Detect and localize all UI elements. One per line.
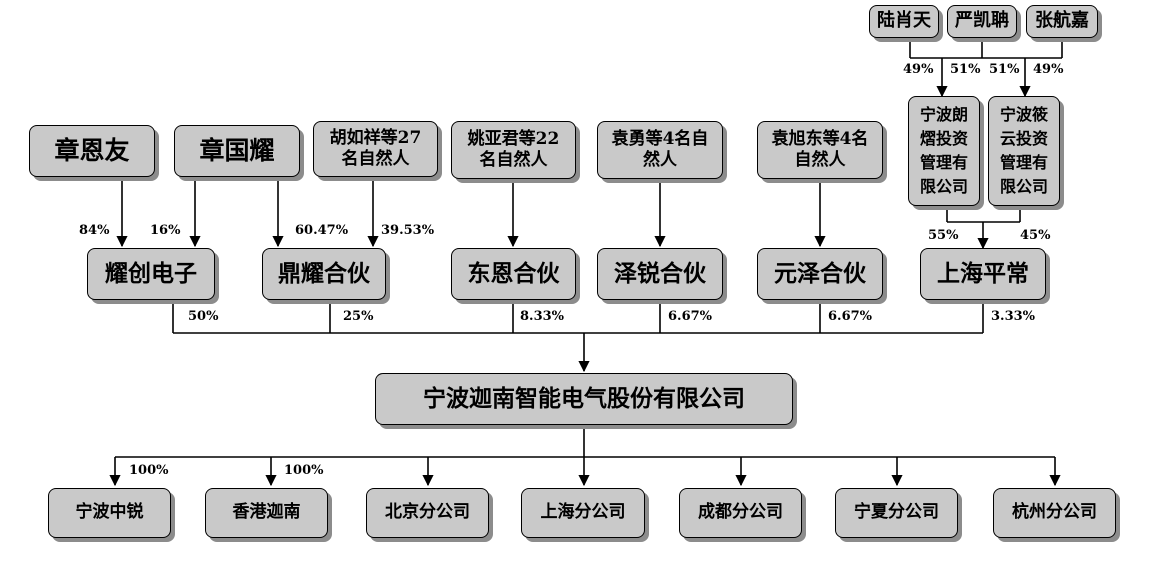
person-zhang-hangjia: 张航嘉 bbox=[1026, 5, 1098, 38]
shareholder-zerui-partnership: 泽锐合伙 bbox=[597, 248, 723, 300]
branch-hangzhou: 杭州分公司 bbox=[993, 488, 1116, 538]
investor-hu-ruxiang-group: 胡如祥等27 名自然人 bbox=[313, 121, 438, 177]
shareholder-yuanze-partnership: 元泽合伙 bbox=[757, 248, 883, 300]
shareholder-dingyao-partnership: 鼎耀合伙 bbox=[262, 248, 386, 300]
shareholder-yaochuang-electronics: 耀创电子 bbox=[87, 248, 215, 300]
branch-ningxia: 宁夏分公司 bbox=[835, 488, 958, 538]
pct-holding-dongen: 8.33% bbox=[520, 309, 565, 324]
main-company: 宁波迦南智能电气股份有限公司 bbox=[375, 373, 793, 425]
branch-chengdu: 成都分公司 bbox=[679, 488, 802, 538]
pct-holding-zerui: 6.67% bbox=[668, 309, 713, 324]
pct-holding-shanghai: 3.33% bbox=[991, 309, 1036, 324]
branch-beijing: 北京分公司 bbox=[366, 488, 489, 538]
pct-xiaoyun-yan: 51% bbox=[989, 62, 1020, 77]
pct-sub-ningbo-zhongrui: 100% bbox=[129, 463, 169, 478]
branch-shanghai: 上海分公司 bbox=[521, 488, 645, 538]
pct-yaochuang-zhang-enyou: 84% bbox=[79, 223, 110, 238]
pct-holding-yaochuang: 50% bbox=[188, 309, 219, 324]
pct-dingyao-zhang-guoyao: 60.47% bbox=[295, 223, 349, 238]
pct-shanghai-langyi: 55% bbox=[928, 228, 959, 243]
pct-shanghai-xiaoyun: 45% bbox=[1020, 228, 1051, 243]
investor-yuan-xudong-group: 袁旭东等4名 自然人 bbox=[757, 121, 883, 179]
shareholder-shanghai-pingchang: 上海平常 bbox=[920, 248, 1046, 300]
pct-holding-yuanze: 6.67% bbox=[828, 309, 873, 324]
pct-langyi-lu: 49% bbox=[903, 62, 934, 77]
mgmt-company-langyi: 宁波朗 熠投资 管理有 限公司 bbox=[908, 96, 980, 206]
person-yan-kaidan: 严凯聃 bbox=[947, 5, 1017, 38]
subsidiary-ningbo-zhongrui: 宁波中锐 bbox=[48, 488, 171, 538]
investor-yuan-yong-group: 袁勇等4名自 然人 bbox=[597, 121, 723, 179]
pct-holding-dingyao: 25% bbox=[343, 309, 374, 324]
mgmt-company-xiaoyun: 宁波筱 云投资 管理有 限公司 bbox=[988, 96, 1060, 206]
investor-yao-yajun-group: 姚亚君等22 名自然人 bbox=[451, 121, 576, 179]
pct-sub-hongkong-jianan: 100% bbox=[284, 463, 324, 478]
pct-yaochuang-zhang-guoyao: 16% bbox=[150, 223, 181, 238]
subsidiary-hongkong-jianan: 香港迦南 bbox=[205, 488, 328, 538]
pct-dingyao-hu-ruxiang: 39.53% bbox=[381, 223, 435, 238]
pct-xiaoyun-zhang: 49% bbox=[1033, 62, 1064, 77]
pct-langyi-yan: 51% bbox=[950, 62, 981, 77]
investor-zhang-enyou: 章恩友 bbox=[29, 125, 155, 177]
person-lu-xiaotian: 陆肖天 bbox=[869, 5, 939, 38]
shareholder-dongen-partnership: 东恩合伙 bbox=[451, 248, 576, 300]
investor-zhang-guoyao: 章国耀 bbox=[174, 125, 300, 177]
